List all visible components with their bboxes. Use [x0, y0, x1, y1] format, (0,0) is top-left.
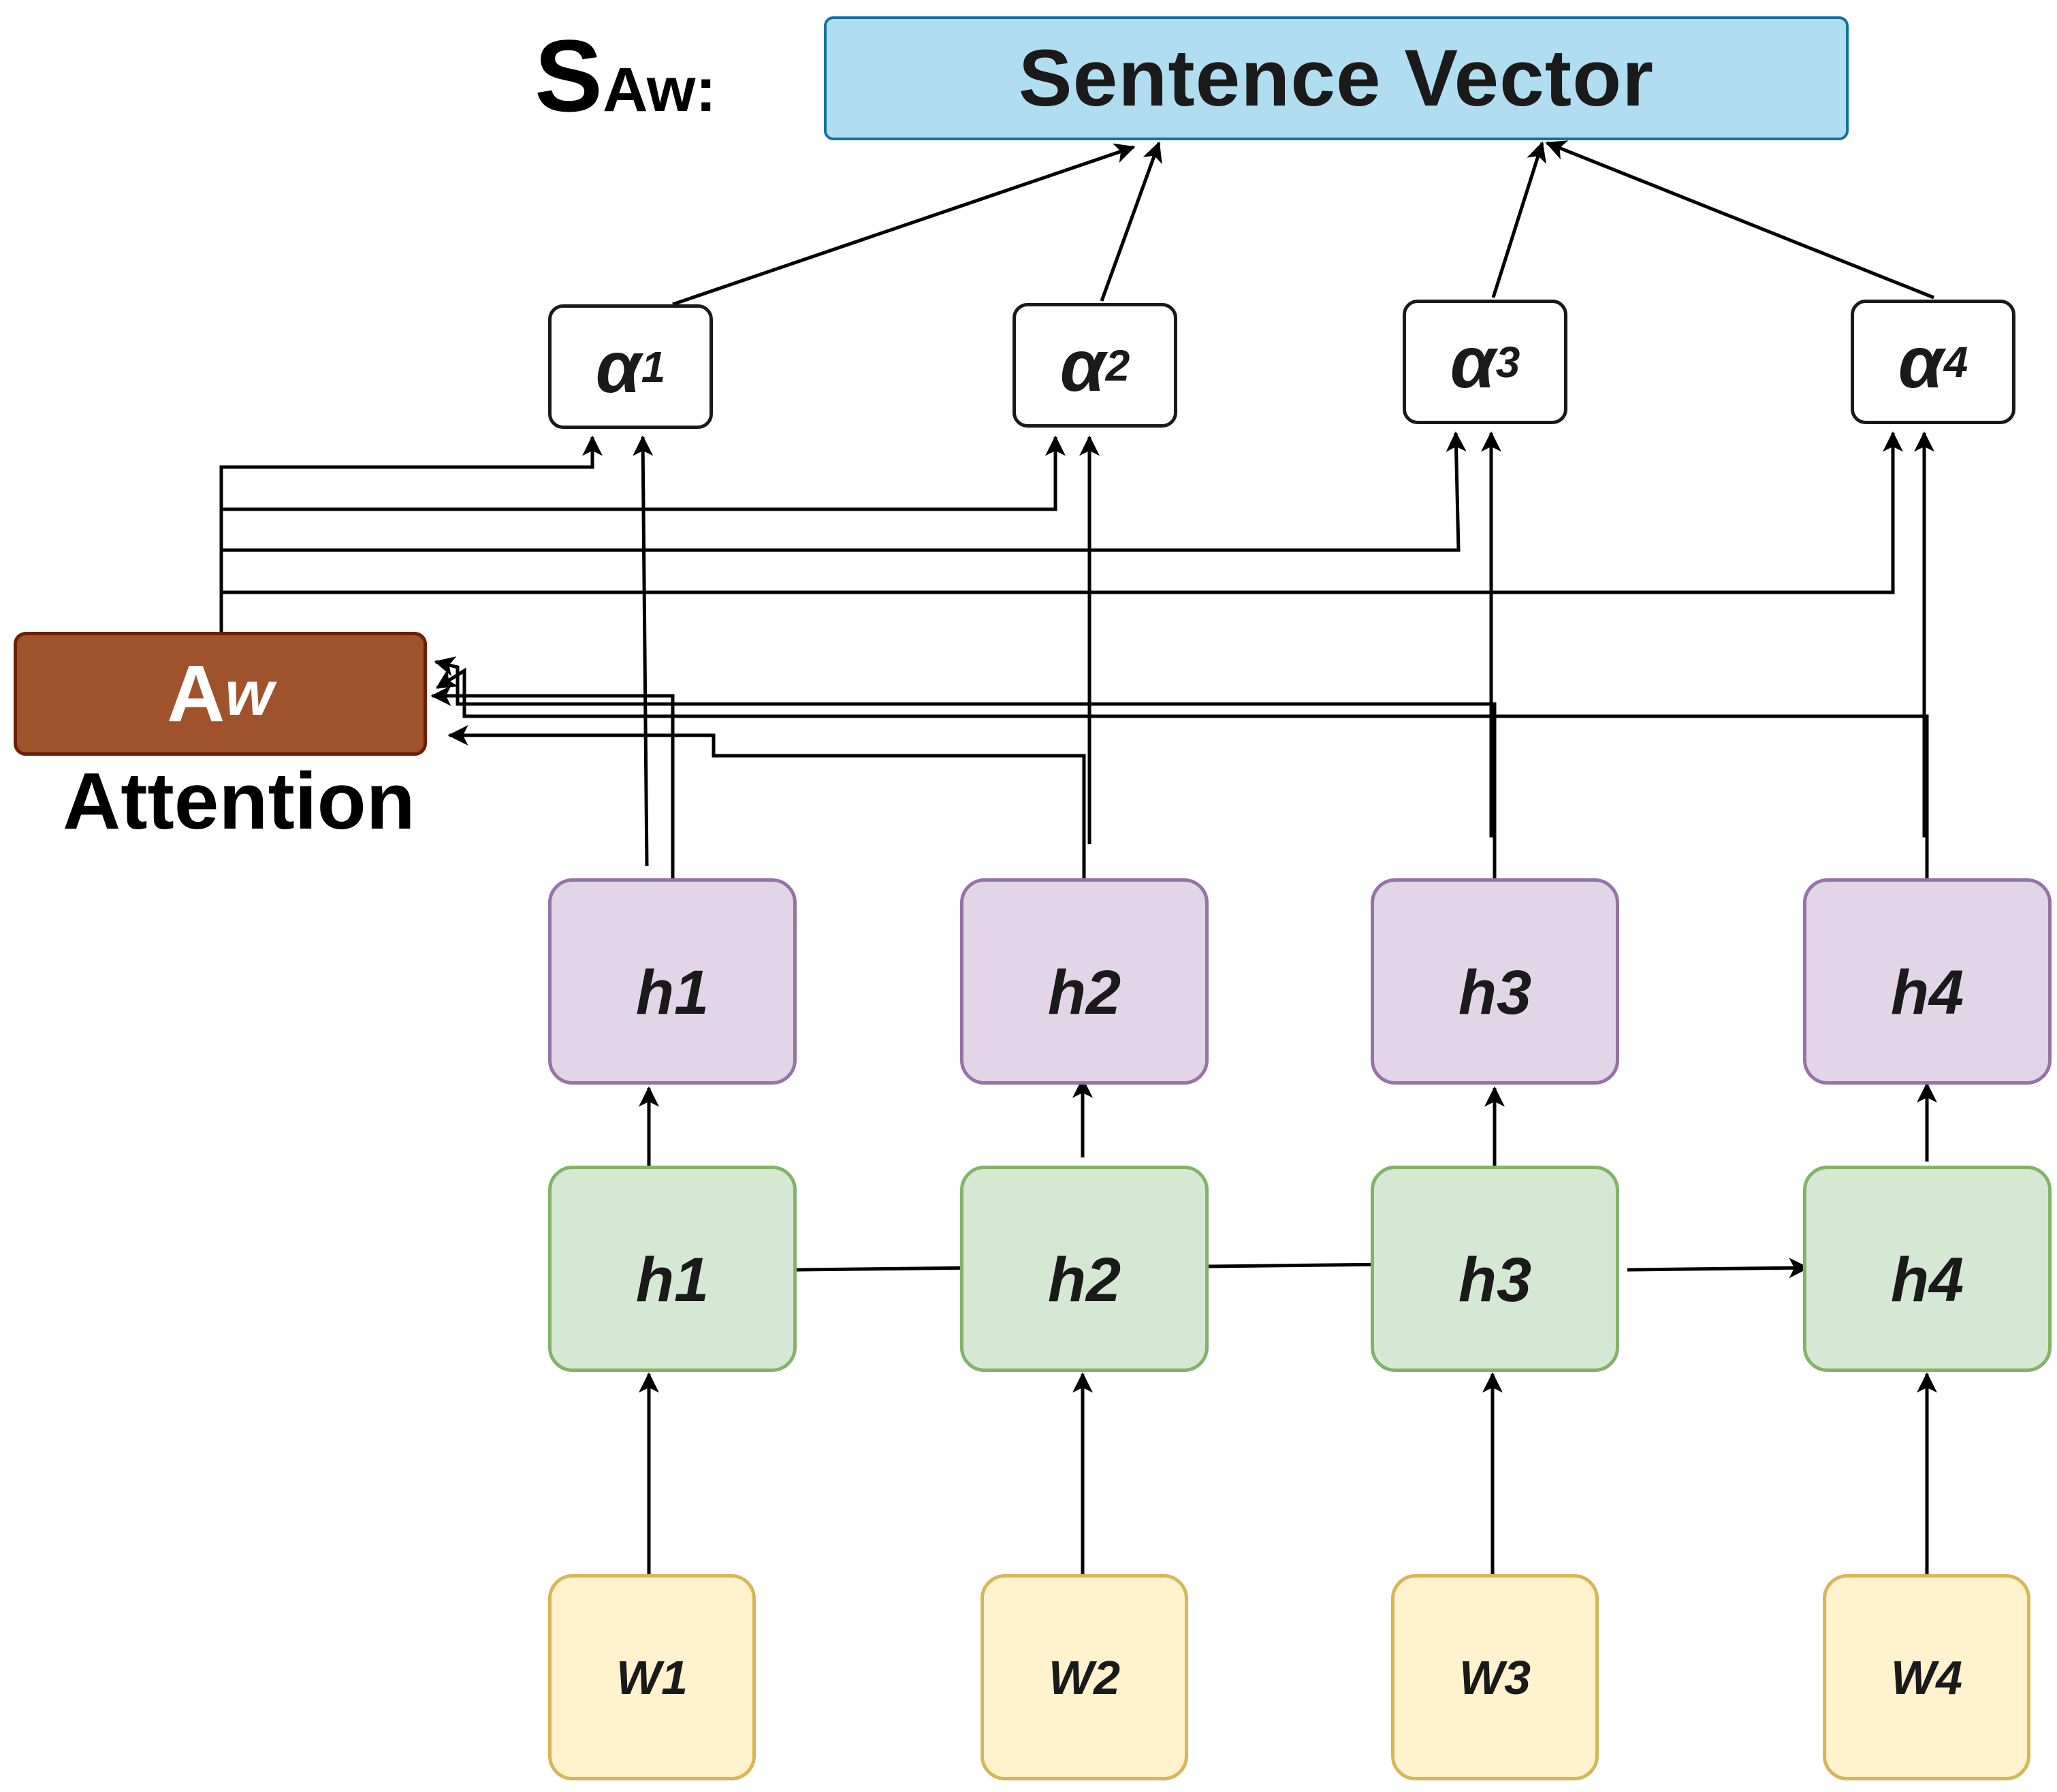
edge-attention-alpha4 [221, 431, 1903, 594]
edge-h3-attention [434, 656, 1497, 878]
attention-caption: Attention [63, 756, 415, 846]
word-node-3: W3 [1391, 1574, 1599, 1780]
edge-h4-attention [435, 667, 1929, 878]
forward-state-4: h4 [1803, 1166, 2052, 1372]
word-node-2: W2 [980, 1574, 1188, 1780]
sentence-vector-box: Sentence Vector [824, 16, 1849, 140]
backward-state-4: h4 [1803, 878, 2052, 1085]
backward-state-3: h3 [1371, 878, 1619, 1085]
edge-alpha4-sv [1545, 140, 1934, 300]
word-node-1: W1 [548, 1574, 756, 1780]
edge-alpha3-sv [1491, 141, 1546, 298]
edge-attention-alpha3 [221, 431, 1467, 552]
backward-state-2: h2 [960, 878, 1209, 1085]
edge-forward-2-3 [1207, 1254, 1392, 1275]
edge-h1-attention [430, 686, 675, 878]
forward-state-1: h1 [548, 1166, 797, 1372]
forward-state-2: h2 [960, 1166, 1209, 1372]
edge-h2-attention [447, 725, 1086, 878]
edge-alpha1-sv [672, 143, 1136, 306]
diagram-title: SAw: [535, 18, 717, 133]
edge-h1-alpha1 [633, 435, 654, 867]
edge-forward-1-2 [796, 1258, 983, 1279]
edge-attention-alpha2 [221, 435, 1066, 511]
forward-state-3: h3 [1371, 1166, 1619, 1372]
backward-state-1: h1 [548, 878, 797, 1085]
word-node-4: W4 [1823, 1574, 2030, 1780]
edge-forward-3-4 [1627, 1258, 1810, 1279]
edge-alpha2-sv [1100, 141, 1162, 302]
edge-attention-alpha1 [219, 435, 603, 632]
